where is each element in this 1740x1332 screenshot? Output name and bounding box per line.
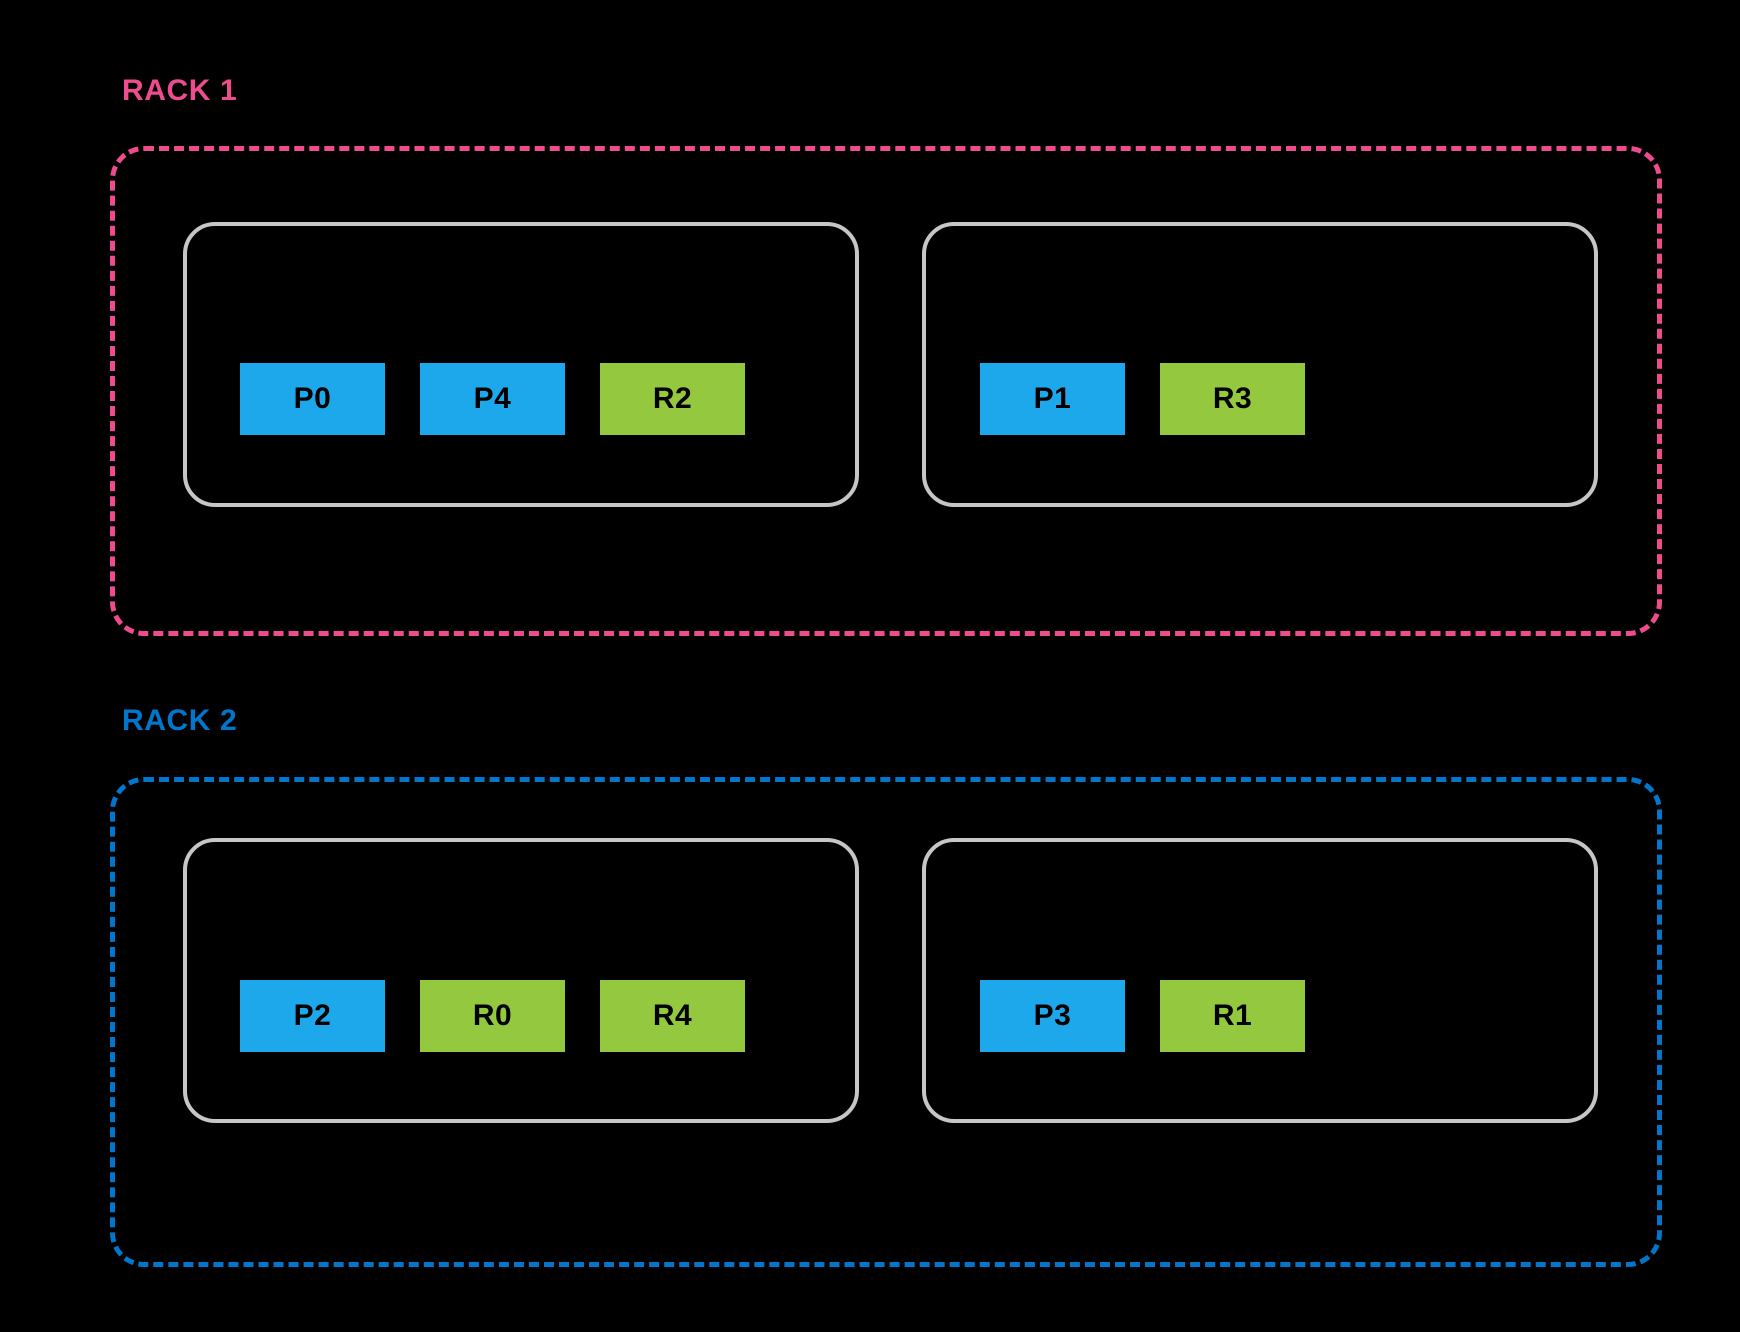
rack-2-node-1-chips: P2 R0 R4 — [240, 980, 745, 1052]
rack-2-label: RACK 2 — [122, 704, 238, 737]
rack-1-node-1-chips: P0 P4 R2 — [240, 363, 745, 435]
rack-1-node-1 — [183, 222, 859, 507]
shard-chip-r0[interactable]: R0 — [420, 980, 565, 1052]
shard-chip-r4[interactable]: R4 — [600, 980, 745, 1052]
shard-chip-p4[interactable]: P4 — [420, 363, 565, 435]
rack-1-node-2 — [922, 222, 1598, 507]
shard-chip-r3[interactable]: R3 — [1160, 363, 1305, 435]
shard-chip-r1[interactable]: R1 — [1160, 980, 1305, 1052]
rack-2-node-2 — [922, 838, 1598, 1123]
shard-chip-p0[interactable]: P0 — [240, 363, 385, 435]
rack-2-node-2-chips: P3 R1 — [980, 980, 1305, 1052]
rack-1-container — [110, 146, 1662, 636]
rack-1-label: RACK 1 — [122, 74, 238, 107]
shard-chip-r2[interactable]: R2 — [600, 363, 745, 435]
shard-chip-p1[interactable]: P1 — [980, 363, 1125, 435]
rack-2-container — [110, 777, 1662, 1267]
shard-chip-p2[interactable]: P2 — [240, 980, 385, 1052]
rack-2-node-1 — [183, 838, 859, 1123]
shard-chip-p3[interactable]: P3 — [980, 980, 1125, 1052]
rack-1-node-2-chips: P1 R3 — [980, 363, 1305, 435]
